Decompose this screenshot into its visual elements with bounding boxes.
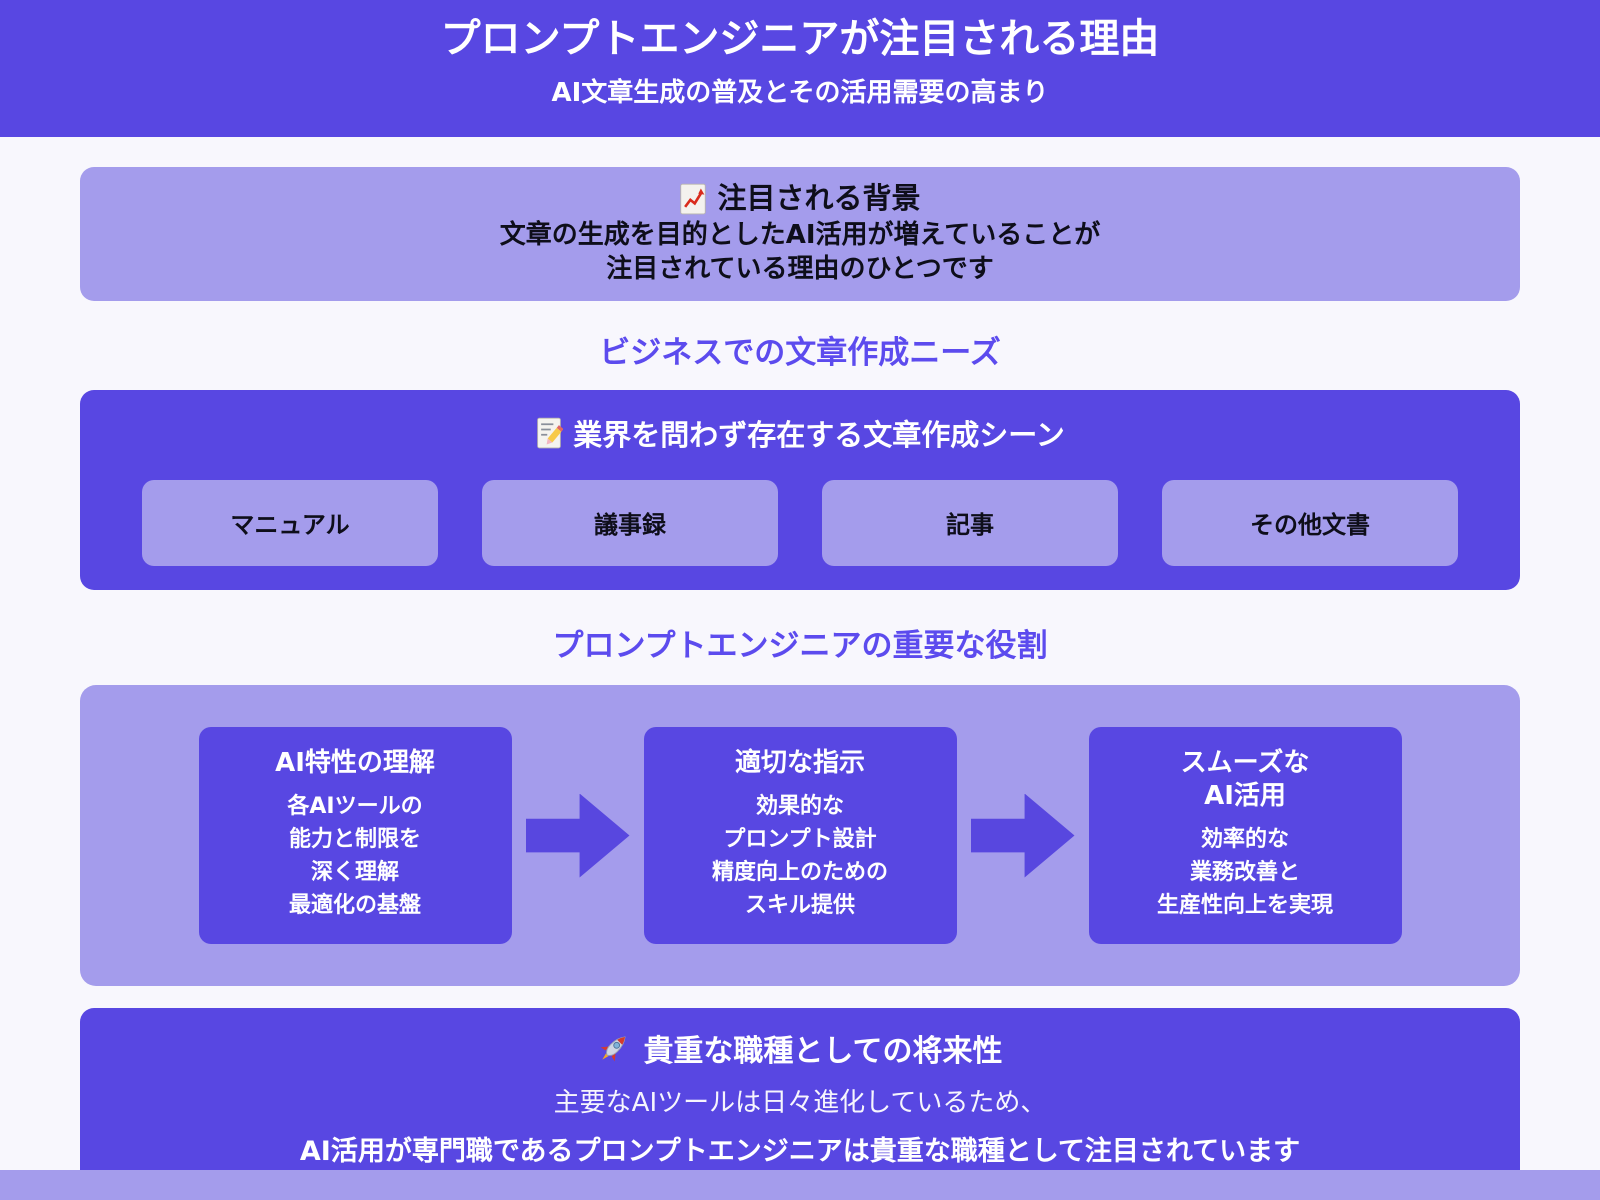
role-step-title-line: スムーズな (1180, 748, 1310, 779)
right-arrow-icon (970, 793, 1075, 878)
role-step-line: 業務改善と (1189, 860, 1300, 886)
future-card-heading-text: 貴重な職種としての将来性 (643, 1034, 1003, 1070)
role-step-title: AI特性の理解 (209, 747, 502, 780)
scene-chip-manual: マニュアル (142, 479, 438, 566)
role-step-line: 能力と制限を (288, 827, 421, 853)
role-step-title: 適切な指示 (654, 747, 947, 780)
role-step-title-line: 適切な指示 (734, 747, 865, 778)
chart-increasing-icon (679, 183, 707, 215)
scenes-card-heading: 業界を問わず存在する文章作成シーン (142, 412, 1458, 454)
scene-chip-other-docs: その他文書 (1162, 479, 1458, 566)
scenes-card-heading-text: 業界を問わず存在する文章作成シーン (573, 417, 1065, 452)
background-card-line: 文章の生成を目的としたAI活用が増えていることが (499, 220, 1101, 251)
role-step-line: 深く理解 (310, 860, 399, 886)
role-step-line: 各AIツールの (287, 794, 423, 820)
role-step-line: 効率的な (1200, 827, 1289, 853)
role-step-line: プロンプト設計 (723, 827, 877, 853)
role-step-line: 精度向上のための (711, 860, 888, 886)
role-step-title: スムーズな AI活用 (1099, 747, 1392, 812)
scene-chip-row: マニュアル 議事録 記事 その他文書 (142, 479, 1458, 566)
role-step-instruction: 適切な指示 効果的な プロンプト設計 精度向上のための スキル提供 (643, 726, 957, 945)
roles-container: AI特性の理解 各AIツールの 能力と制限を 深く理解 最適化の基盤 適切な指示… (80, 684, 1520, 987)
roles-section-heading: プロンプトエンジニアの重要な役割 (552, 627, 1048, 664)
background-card-heading-text: 注目される背景 (717, 181, 921, 215)
scene-chip-article: 記事 (822, 479, 1118, 566)
footer-strip (0, 1170, 1600, 1200)
background-card: 注目される背景 文章の生成を目的としたAI活用が増えていることが 注目されている… (80, 167, 1520, 301)
role-step-understanding: AI特性の理解 各AIツールの 能力と制限を 深く理解 最適化の基盤 (198, 726, 512, 945)
background-card-heading: 注目される背景 (100, 179, 1500, 218)
role-step-smooth-ai: スムーズな AI活用 効率的な 業務改善と 生産性向上を実現 (1088, 727, 1402, 945)
role-step-line: スキル提供 (744, 893, 855, 919)
page-title: プロンプトエンジニアが注目される理由 (440, 16, 1160, 62)
memo-icon (535, 417, 564, 449)
future-card-line: 主要なAIツールは日々進化しているため、 (553, 1088, 1047, 1119)
needs-section-heading: ビジネスでの文章作成ニーズ (599, 334, 1001, 371)
role-step-title-line: AI特性の理解 (275, 747, 435, 778)
role-step-title-line: AI活用 (1204, 780, 1286, 811)
future-card-emphasis-line: AI活用が専門職であるプロンプトエンジニアは貴重な職種として注目されています (299, 1136, 1301, 1168)
scene-chip-minutes: 議事録 (482, 479, 778, 566)
role-step-line: 効果的な (755, 794, 844, 820)
rocket-icon (597, 1031, 631, 1065)
header-band: プロンプトエンジニアが注目される理由 AI文章生成の普及とその活用需要の高まり (0, 0, 1600, 137)
role-step-line: 最適化の基盤 (288, 893, 421, 919)
content-area: 注目される背景 文章の生成を目的としたAI活用が増えていることが 注目されている… (80, 167, 1520, 1189)
future-card: 貴重な職種としての将来性 主要なAIツールは日々進化しているため、 AI活用が専… (80, 1008, 1520, 1189)
page-subtitle: AI文章生成の普及とその活用需要の高まり (551, 78, 1049, 108)
role-step-line: 生産性向上を実現 (1156, 893, 1333, 919)
future-card-heading: 貴重な職種としての将来性 (100, 1026, 1500, 1070)
scenes-card: 業界を問わず存在する文章作成シーン マニュアル 議事録 記事 その他文書 (80, 389, 1520, 590)
background-card-line: 注目されている理由のひとつです (606, 254, 994, 285)
right-arrow-icon (525, 793, 630, 878)
